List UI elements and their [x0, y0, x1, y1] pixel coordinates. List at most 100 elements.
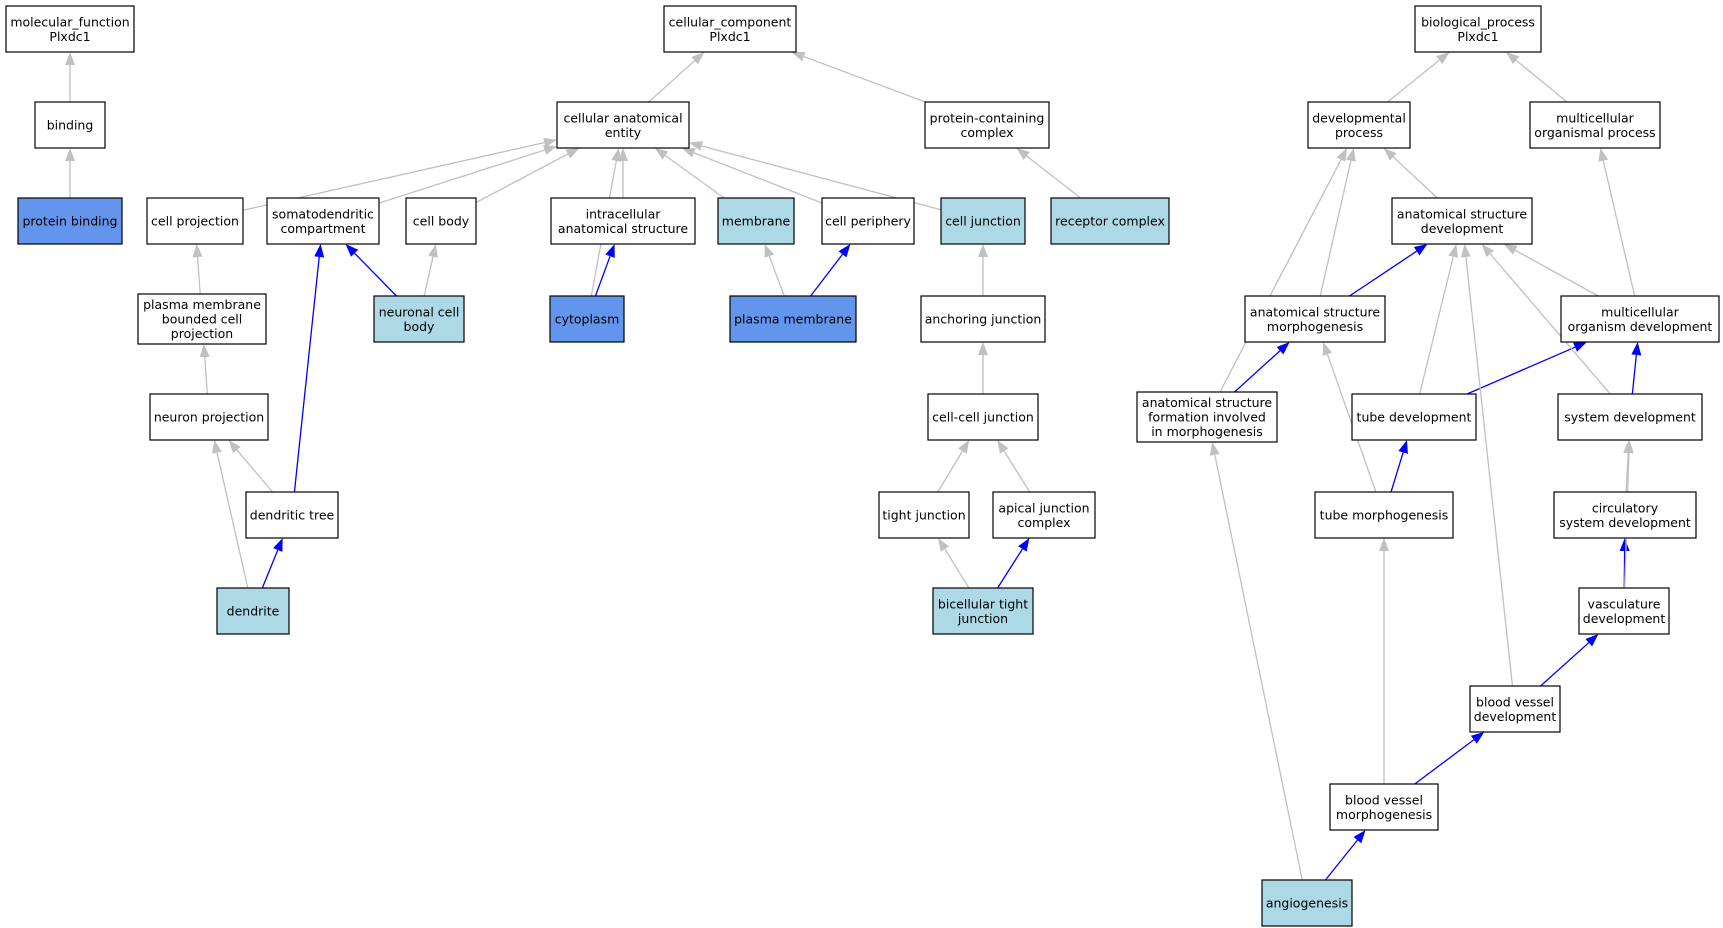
- go-term-node-angiogenesis[interactable]: angiogenesis: [1261, 879, 1353, 927]
- node-label: complex: [961, 125, 1014, 140]
- node-box: [549, 295, 625, 343]
- edge-arrowhead: [1598, 148, 1609, 162]
- go-term-node-system-dev[interactable]: system development: [1557, 393, 1703, 441]
- edge-protein_binding-to-binding: [65, 148, 75, 198]
- node-label: protein-containing: [930, 110, 1045, 125]
- edge-binding-to-mf: [65, 52, 75, 102]
- go-term-node-membrane[interactable]: membrane: [717, 197, 795, 245]
- edge-arrowhead: [273, 538, 283, 552]
- node-label: anatomical structure: [1397, 206, 1527, 221]
- node-box: [717, 197, 795, 245]
- edge-line: [378, 149, 545, 204]
- edge-asf-to-dev_process: [1219, 148, 1348, 393]
- edge-arrowhead: [1470, 732, 1485, 744]
- go-term-node-cell-projection[interactable]: cell projection: [146, 197, 244, 245]
- edge-somatodendritic-to-cae: [378, 145, 557, 204]
- edge-angiogenesis-to-bv_morph: [1324, 830, 1366, 881]
- edge-line: [196, 256, 201, 295]
- edge-arrowhead: [997, 440, 1009, 454]
- node-box: [1244, 295, 1386, 343]
- node-label: plasma membrane: [734, 312, 852, 327]
- node-box: [1578, 587, 1670, 635]
- edge-asm-to-asd: [1349, 244, 1428, 297]
- node-label: circulatory: [1592, 500, 1659, 515]
- go-term-node-neuron-projection[interactable]: neuron projection: [149, 393, 269, 441]
- node-label: tube morphogenesis: [1320, 508, 1449, 523]
- node-box: [663, 5, 797, 53]
- edge-membrane-to-cae: [654, 148, 725, 199]
- go-term-node-plasma-membrane[interactable]: plasma membrane: [729, 295, 857, 343]
- go-term-node-tube-morph[interactable]: tube morphogenesis: [1314, 491, 1454, 539]
- go-term-node-anchoring-junction[interactable]: anchoring junction: [920, 295, 1046, 343]
- node-label: Plxdc1: [49, 29, 90, 44]
- edge-line: [665, 155, 725, 199]
- edge-arrowhead: [611, 148, 622, 162]
- edge-arrowhead: [1379, 538, 1389, 551]
- node-label: junction: [957, 611, 1008, 626]
- edge-arrowhead: [1346, 148, 1356, 162]
- go-term-node-dendritic-tree[interactable]: dendritic tree: [245, 491, 339, 539]
- node-label: multicellular: [1556, 110, 1635, 125]
- edge-cytoplasm-to-intracellular: [594, 244, 615, 297]
- node-box: [1553, 491, 1697, 539]
- go-term-node-cell-junction[interactable]: cell junction: [940, 197, 1026, 245]
- node-box: [245, 491, 339, 539]
- go-term-node-dendrite[interactable]: dendrite: [216, 587, 290, 635]
- go-term-node-binding[interactable]: binding: [34, 101, 106, 149]
- node-box: [1136, 391, 1278, 443]
- edge-line: [1319, 160, 1352, 297]
- node-box: [1307, 101, 1411, 149]
- edge-multi_process-to-bp: [1506, 52, 1568, 103]
- edge-arrowhead: [791, 51, 806, 62]
- go-term-node-cell-periphery[interactable]: cell periphery: [821, 197, 915, 245]
- go-term-node-protein-binding[interactable]: protein binding: [17, 197, 123, 245]
- edge-arrowhead: [1436, 52, 1450, 65]
- edge-arrowhead: [1460, 244, 1471, 258]
- node-box: [1469, 685, 1561, 733]
- edge-asf-to-asm: [1234, 342, 1290, 393]
- edge-arrowhead: [1276, 342, 1290, 355]
- go-term-node-cell-cell-junction[interactable]: cell-cell junction: [927, 393, 1039, 441]
- node-box: [1050, 197, 1170, 245]
- node-label: receptor complex: [1055, 214, 1165, 229]
- node-label: membrane: [722, 214, 791, 229]
- edge-cell_cell_junction-to-anchoring_junction: [978, 342, 988, 394]
- node-box: [17, 197, 123, 245]
- edge-line: [1234, 350, 1281, 393]
- go-term-node-cytoplasm[interactable]: cytoplasm: [549, 295, 625, 343]
- go-term-node-tube-dev[interactable]: tube development: [1351, 393, 1477, 441]
- edge-arrowhead: [314, 244, 325, 258]
- node-label: projection: [171, 326, 233, 341]
- node-box: [1261, 879, 1353, 927]
- go-term-node-cell-body[interactable]: cell body: [405, 197, 477, 245]
- node-label: molecular_function: [10, 14, 129, 29]
- edge-anchoring_junction-to-cell_junction: [978, 244, 988, 296]
- edge-line: [1419, 256, 1454, 395]
- edge-arrowhead: [1623, 440, 1634, 454]
- go-term-node-tight-junction[interactable]: tight junction: [878, 491, 970, 539]
- edge-line: [1387, 59, 1440, 103]
- go-term-node-receptor-complex[interactable]: receptor complex: [1050, 197, 1170, 245]
